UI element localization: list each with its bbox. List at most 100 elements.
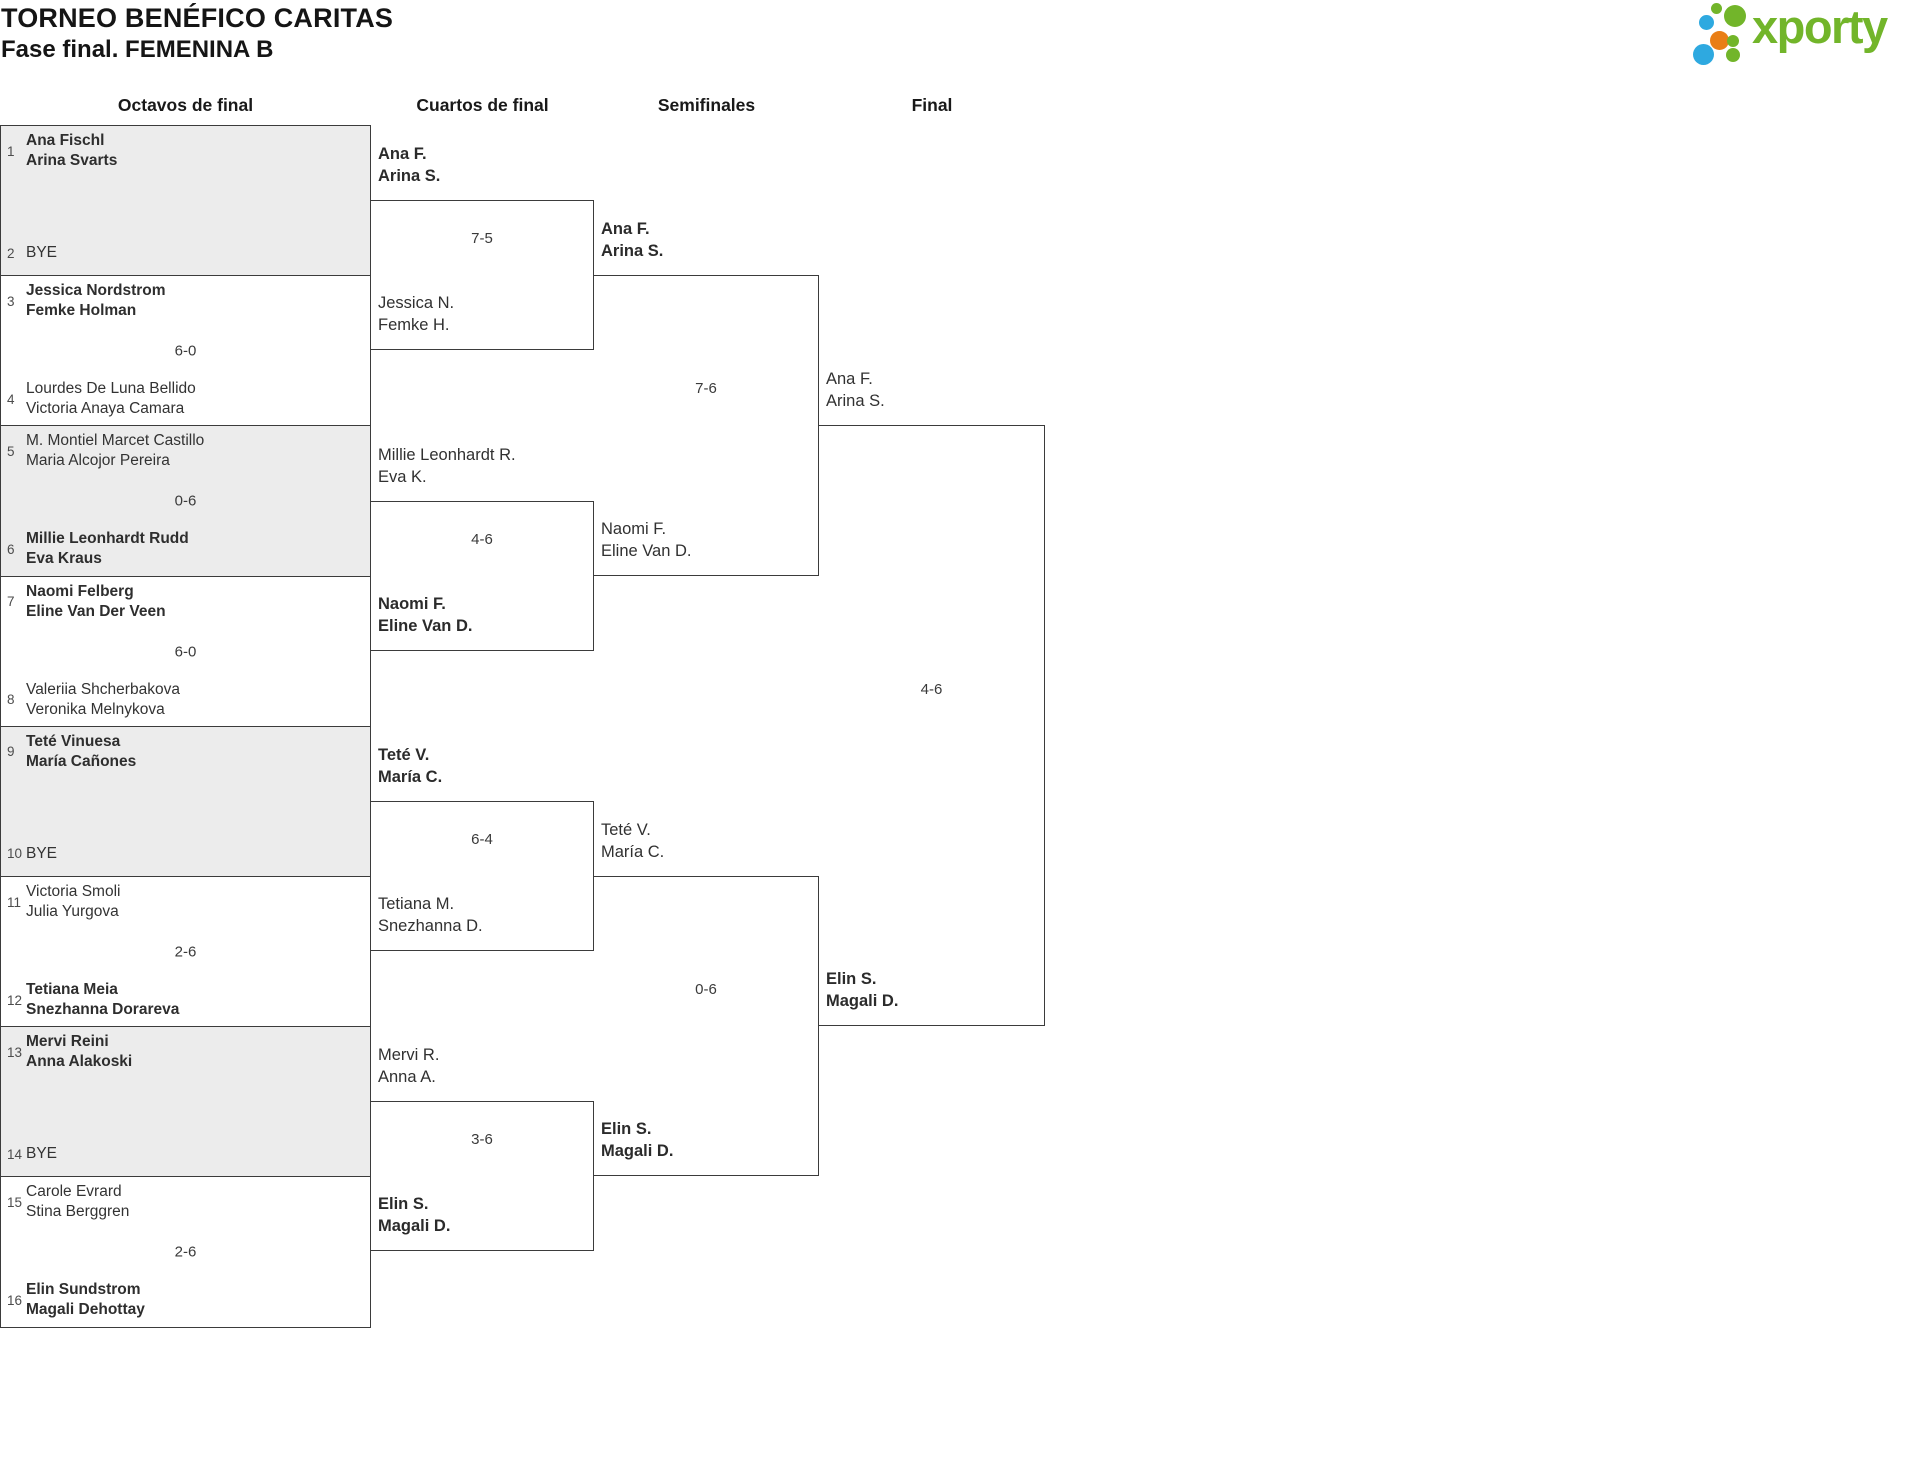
team-name: BYE xyxy=(26,244,58,261)
qf-match-2: Millie Leonhardt R.Eva K. 4-6 Naomi F.El… xyxy=(371,446,594,651)
page-title: TORNEO BENÉFICO CARITAS xyxy=(1,3,394,33)
page-subtitle: Fase final. FEMENINA B xyxy=(1,36,274,63)
round-header-semifinales: Semifinales xyxy=(657,95,756,115)
seed-number: 16 xyxy=(7,1292,23,1308)
match-score: 7-6 xyxy=(695,380,717,398)
seed-number: 14 xyxy=(7,1146,23,1162)
qf1-team-top[interactable]: Ana F.Arina S. xyxy=(378,145,441,186)
round-header-cuartos: Cuartos de final xyxy=(416,95,549,115)
seed-number: 2 xyxy=(7,245,15,261)
team-entry-seed-2[interactable]: 2 BYE xyxy=(1,243,366,263)
final-match: Ana F.Arina S. 4-6 Elin S.Magali D. xyxy=(819,370,1045,1027)
seed-number: 5 xyxy=(7,443,15,459)
seed-number: 12 xyxy=(7,992,23,1008)
logo-dot-blue-small xyxy=(1698,14,1714,30)
match-score: 0-6 xyxy=(695,981,717,999)
seed-number: 3 xyxy=(7,293,15,309)
sf-match-1: Ana F.Arina S. 7-6 Naomi F.Eline Van D. xyxy=(594,220,819,576)
match-score: 3-6 xyxy=(471,1131,493,1149)
seed-number: 9 xyxy=(7,744,15,760)
qf3-team-bottom[interactable]: Tetiana M.Snezhanna D. xyxy=(378,895,483,936)
seed-number: 11 xyxy=(7,894,22,910)
final-team-bottom[interactable]: Elin S.Magali D. xyxy=(826,970,899,1011)
logo-dot-green-large xyxy=(1724,4,1746,27)
qf-match-3: Teté V.María C. 6-4 Tetiana M.Snezhanna … xyxy=(371,746,594,952)
qf2-team-top[interactable]: Millie Leonhardt R.Eva K. xyxy=(378,445,516,486)
qf3-team-top[interactable]: Teté V.María C. xyxy=(378,745,443,786)
seed-number: 1 xyxy=(7,143,15,159)
sf1-team-top[interactable]: Ana F.Arina S. xyxy=(601,220,664,261)
logo-dot-orange xyxy=(1709,30,1729,50)
sf2-team-top[interactable]: Teté V.María C. xyxy=(601,821,665,861)
match-score: 6-0 xyxy=(174,643,197,661)
logo-wordmark: xporty xyxy=(1752,0,1888,53)
seed-number: 7 xyxy=(7,594,15,610)
title-block: TORNEO BENÉFICO CARITAS Fase final. FEME… xyxy=(1,2,393,65)
seed-number: 10 xyxy=(7,846,23,862)
seed-number: 15 xyxy=(7,1194,23,1210)
logo-dot-green-small-bottom xyxy=(1726,48,1740,62)
seed-number: 4 xyxy=(7,391,15,407)
sf-match-2: Teté V.María C. 0-6 Elin S.Magali D. xyxy=(594,821,819,1177)
final-team-top[interactable]: Ana F.Arina S. xyxy=(826,370,885,411)
match-score: 2-6 xyxy=(174,943,197,961)
match-score: 6-4 xyxy=(471,830,493,848)
seed-number: 6 xyxy=(7,541,15,557)
seed-number: 13 xyxy=(7,1044,23,1060)
team-name: BYE xyxy=(26,1145,58,1163)
match-score: 4-6 xyxy=(920,680,943,698)
qf4-team-bottom[interactable]: Elin S.Magali D. xyxy=(378,1195,451,1236)
match-score: 6-0 xyxy=(174,342,197,360)
qf-match-1: Ana F.Arina S. 7-5 Jessica N.Femke H. xyxy=(371,145,594,351)
logo-dot-green-tiny xyxy=(1727,35,1739,47)
match-score: 7-5 xyxy=(471,230,493,248)
team-entry-seed-14[interactable]: 14 BYE xyxy=(1,1144,366,1164)
qf4-team-top[interactable]: Mervi R.Anna A. xyxy=(378,1046,440,1087)
xporty-logo[interactable]: xporty xyxy=(1690,0,1920,72)
match-score: 2-6 xyxy=(174,1243,197,1261)
qf1-team-bottom[interactable]: Jessica N.Femke H. xyxy=(378,294,455,335)
sf1-team-bottom[interactable]: Naomi F.Eline Van D. xyxy=(601,519,692,560)
team-entry-seed-10[interactable]: 10 BYE xyxy=(1,844,366,864)
match-score: 4-6 xyxy=(471,530,493,548)
qf2-team-bottom[interactable]: Naomi F.Eline Van D. xyxy=(378,594,473,635)
round-header-final: Final xyxy=(911,95,953,115)
sf2-team-bottom[interactable]: Elin S.Magali D. xyxy=(601,1120,674,1161)
logo-dot-green-small-top xyxy=(1711,3,1722,14)
match-score: 0-6 xyxy=(174,492,197,510)
